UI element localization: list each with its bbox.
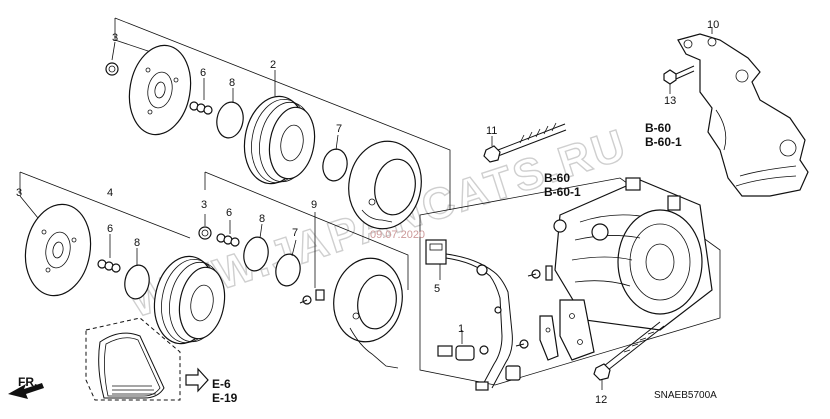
snap-ring-small-lower[interactable]: [273, 252, 302, 288]
callout-8-lower-left: 8: [134, 237, 140, 249]
bolt-lower-mid[interactable]: [198, 226, 212, 240]
ref-e19[interactable]: E-19: [212, 391, 238, 405]
callout-3-lower-mid: 3: [201, 199, 207, 211]
relief-valve[interactable]: [437, 345, 489, 361]
ref-e6[interactable]: E-6: [212, 377, 231, 391]
harness-bolt-upper[interactable]: [527, 265, 553, 281]
harness-bolt-lower[interactable]: [515, 339, 529, 349]
bracket-bolt[interactable]: [663, 65, 695, 85]
callout-8-upper: 8: [229, 77, 235, 89]
shim-set-lower-mid[interactable]: [216, 233, 240, 247]
callout-4: 4: [107, 187, 113, 199]
harness-bracket-right[interactable]: [559, 299, 595, 361]
callout-6-upper: 6: [200, 67, 206, 79]
harness-connector-bottom[interactable]: [505, 365, 521, 381]
pulley-upper[interactable]: [238, 91, 320, 188]
bolt-upper[interactable]: [105, 62, 119, 76]
callout-7-lower: 7: [292, 227, 298, 239]
ref-b60-top[interactable]: B-60: [645, 121, 671, 135]
reference-arrow-icon: [185, 367, 209, 393]
ref-b60-1-mid[interactable]: B-60-1: [544, 185, 581, 199]
front-direction-label: FR.: [18, 375, 37, 389]
callout-9: 9: [311, 199, 317, 211]
diagram-code: SNAEB5700A: [654, 390, 717, 401]
mounting-bolt-long-lower[interactable]: [593, 321, 665, 381]
callout-1: 1: [458, 323, 464, 335]
pulley-lower[interactable]: [148, 251, 230, 348]
snap-ring-upper[interactable]: [214, 100, 246, 140]
ref-b60-1-top[interactable]: B-60-1: [645, 135, 682, 149]
lower-clutch-group-frame: [19, 171, 409, 290]
drive-belt[interactable]: [85, 317, 181, 401]
armature-plate-upper[interactable]: [123, 40, 198, 139]
compressor-body[interactable]: [553, 177, 713, 331]
wiring-harness[interactable]: [425, 239, 513, 391]
date-stamp: 09.07.2020: [370, 229, 425, 241]
field-coil-lower[interactable]: [327, 253, 409, 369]
snap-ring-lower-left[interactable]: [122, 263, 152, 301]
callout-5: 5: [434, 283, 440, 295]
callout-2: 2: [270, 59, 276, 71]
shim-set-lower-left[interactable]: [97, 259, 121, 273]
compressor-bracket[interactable]: [677, 33, 809, 197]
callout-3-upper: 3: [112, 32, 118, 44]
ref-b60-mid[interactable]: B-60: [544, 171, 570, 185]
callout-6-lower-left: 6: [107, 223, 113, 235]
callout-13: 13: [664, 95, 676, 107]
bolt-and-clip[interactable]: [299, 289, 325, 305]
callout-3-lower-left: 3: [16, 187, 22, 199]
harness-bracket-left[interactable]: [539, 315, 559, 361]
callout-11: 11: [486, 125, 497, 137]
mounting-bolt-long-upper[interactable]: [483, 122, 567, 163]
snap-ring-lower-mid[interactable]: [241, 235, 271, 273]
front-direction-arrow-icon: [8, 383, 44, 399]
callout-10: 10: [707, 19, 719, 31]
field-coil-upper[interactable]: [342, 135, 428, 234]
callout-8-lower-mid: 8: [259, 213, 265, 225]
callout-7-upper: 7: [336, 123, 342, 135]
callout-6-lower-mid: 6: [226, 207, 232, 219]
snap-ring-small-upper[interactable]: [320, 147, 349, 183]
callout-12: 12: [595, 394, 607, 406]
shim-set-upper[interactable]: [189, 101, 213, 115]
compressor-group-frame: [419, 177, 721, 386]
armature-plate-lower[interactable]: [18, 199, 97, 301]
